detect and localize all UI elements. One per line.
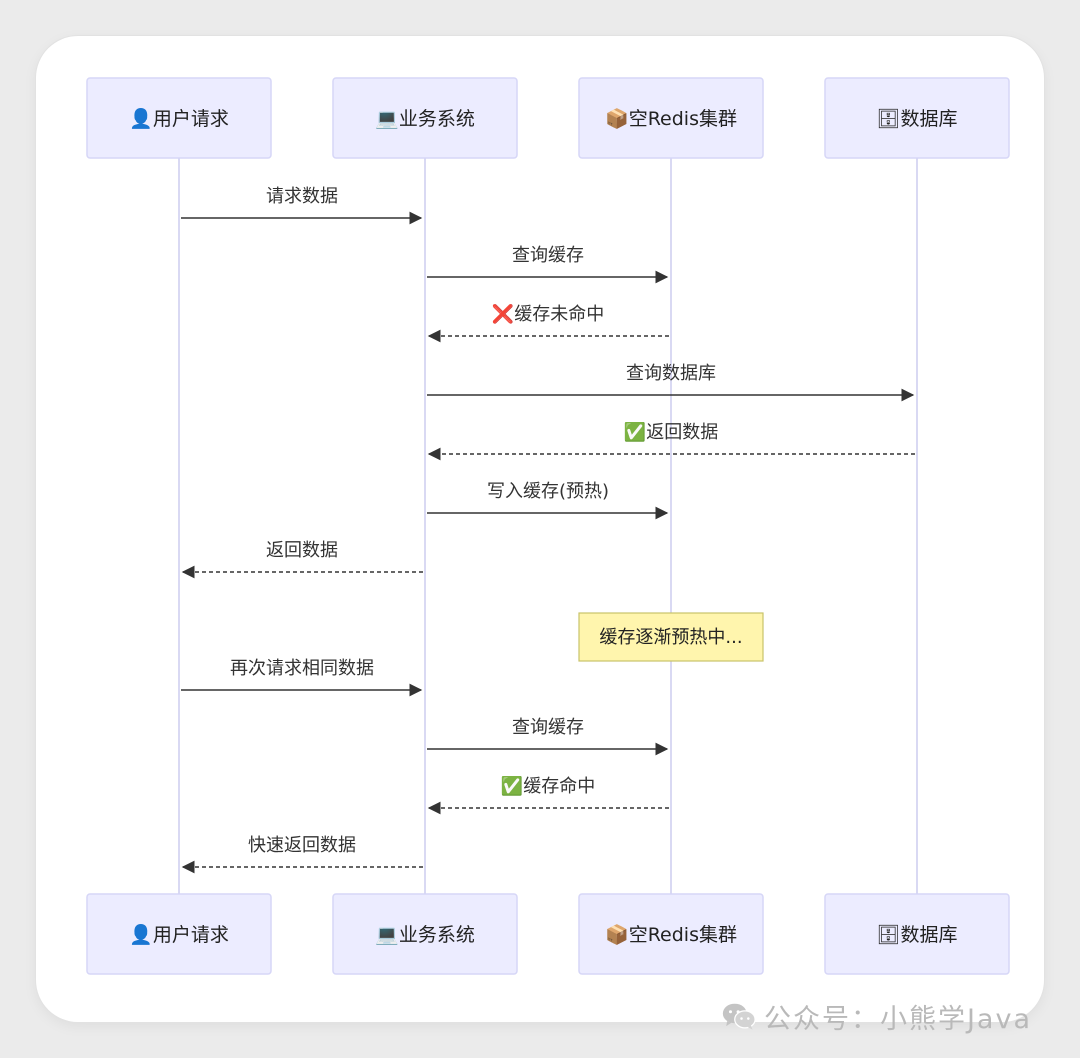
actor-biz-top: 💻业务系统 [332, 77, 518, 159]
actor-label: 💻业务系统 [375, 924, 475, 946]
actor-label: 📦空Redis集群 [605, 107, 737, 130]
laptop-icon: 💻 [375, 924, 399, 946]
message-label-text: 缓存未命中 [514, 304, 604, 325]
message-label: 请求数据 [266, 186, 338, 207]
file-cabinet-icon: 🗄 [876, 108, 900, 130]
package-icon: 📦 [605, 107, 629, 130]
actor-label: 📦空Redis集群 [605, 923, 737, 946]
actor-label-text: 业务系统 [399, 108, 475, 130]
actor-box [824, 893, 1010, 975]
actor-label: 🗄数据库 [876, 924, 957, 946]
actor-db-bottom: 🗄数据库 [824, 893, 1010, 975]
actor-label: 👤用户请求 [129, 107, 229, 130]
message-label-text: 快速返回数据 [248, 835, 356, 856]
message-label: 查询缓存 [512, 245, 584, 266]
wechat-icon [722, 1003, 756, 1030]
message-label-text: 返回数据 [266, 540, 338, 561]
actor-redis-top: 📦空Redis集群 [578, 77, 764, 159]
message-label: 写入缓存(预热) [487, 481, 609, 502]
actor-label-text: 用户请求 [153, 108, 229, 130]
actor-box [332, 77, 518, 159]
watermark: 公众号：小熊学Java [722, 996, 1032, 1036]
message-label-text: 缓存命中 [523, 776, 595, 797]
message-label: ✅返回数据 [624, 421, 718, 443]
user-icon: 👤 [129, 923, 153, 946]
package-icon: 📦 [605, 923, 629, 946]
actor-box [332, 893, 518, 975]
message-label: 快速返回数据 [248, 835, 356, 856]
note-rect [578, 612, 764, 662]
actor-box [86, 77, 272, 159]
actor-label: 👤用户请求 [129, 923, 229, 946]
laptop-icon: 💻 [375, 108, 399, 130]
actor-label-text: 用户请求 [153, 924, 229, 946]
message-label-text: 查询缓存 [512, 245, 584, 266]
message-label-text: 返回数据 [646, 422, 718, 443]
actor-label-text: 空Redis集群 [629, 924, 737, 946]
actor-label-text: 数据库 [901, 924, 958, 946]
message-label: 返回数据 [266, 540, 338, 561]
message-label-text: 查询缓存 [512, 717, 584, 738]
check-mark-icon: ✅ [501, 775, 523, 797]
message-label-text: 请求数据 [266, 186, 338, 207]
actor-label-text: 空Redis集群 [629, 108, 737, 130]
actor-user-top: 👤用户请求 [86, 77, 272, 159]
actor-label: 🗄数据库 [876, 108, 957, 130]
message-label-text: 查询数据库 [626, 363, 716, 384]
watermark-text: 公众号：小熊学Java [763, 1003, 1032, 1035]
diagram-card: 👤用户请求👤用户请求💻业务系统💻业务系统📦空Redis集群📦空Redis集群🗄数… [36, 36, 1044, 1022]
message-label: 查询数据库 [626, 363, 716, 384]
actor-label-text: 数据库 [901, 108, 958, 130]
file-cabinet-icon: 🗄 [876, 924, 900, 946]
message-label: ✅缓存命中 [501, 775, 595, 797]
actor-box [86, 893, 272, 975]
actor-redis-bottom: 📦空Redis集群 [578, 893, 764, 975]
sequence-diagram: 👤用户请求👤用户请求💻业务系统💻业务系统📦空Redis集群📦空Redis集群🗄数… [86, 77, 1010, 975]
actor-box [578, 77, 764, 159]
cross-mark-icon: ❌ [492, 303, 514, 325]
actor-box [578, 893, 764, 975]
actor-user-bottom: 👤用户请求 [86, 893, 272, 975]
actor-db-top: 🗄数据库 [824, 77, 1010, 159]
message-label: 查询缓存 [512, 717, 584, 738]
actor-biz-bottom: 💻业务系统 [332, 893, 518, 975]
actor-box [824, 77, 1010, 159]
note-text: 缓存逐渐预热中... [599, 627, 742, 648]
message-label: ❌缓存未命中 [492, 303, 604, 325]
actor-label-text: 业务系统 [399, 924, 475, 946]
actor-label: 💻业务系统 [375, 108, 475, 130]
message-label: 再次请求相同数据 [230, 658, 374, 679]
message-label-text: 写入缓存(预热) [487, 481, 609, 502]
note-box: 缓存逐渐预热中... [578, 612, 764, 662]
check-mark-icon: ✅ [624, 421, 646, 443]
message-label-text: 再次请求相同数据 [230, 658, 374, 679]
user-icon: 👤 [129, 107, 153, 130]
